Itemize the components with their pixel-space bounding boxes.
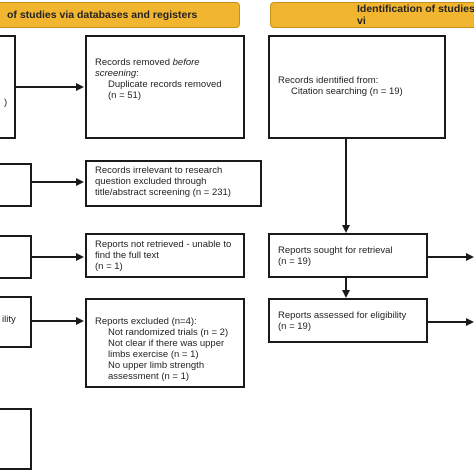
assessed-line1: Reports assessed for eligibility <box>278 310 407 321</box>
not-retrieved-line1: Reports not retrieved - unable to <box>95 239 232 250</box>
box-reports-assessed: Reports assessed for eligibility (n = 19… <box>268 298 428 343</box>
arrow-line-irrelevant <box>32 181 76 183</box>
arrow-line-sought-assessed <box>345 278 347 290</box>
arrow-head-sought-right <box>466 253 474 261</box>
partial-text: ) <box>4 97 8 108</box>
header-databases-text: of studies via databases and registers <box>7 9 198 21</box>
box-records-identified-other: Records identified from: Citation search… <box>268 35 446 139</box>
arrow-line-not-retrieved <box>32 256 76 258</box>
arrow-head-assessed-right <box>466 318 474 326</box>
arrow-head-removed <box>76 83 84 91</box>
excluded-item1: Not randomized trials (n = 2) <box>108 327 229 338</box>
arrow-line-sought-right <box>428 256 466 258</box>
not-retrieved-line2: find the full text <box>95 250 159 261</box>
arrow-line-removed <box>16 86 76 88</box>
identified-line1: Records identified from: <box>278 75 379 86</box>
arrow-line-assessed-right <box>428 321 466 323</box>
removed-line2: (n = 51) <box>108 90 142 101</box>
sought-line1: Reports sought for retrieval <box>278 245 393 256</box>
arrow-head-sought-assessed <box>342 290 350 298</box>
box-reports-not-retrieved: Reports not retrieved - unable to find t… <box>85 233 245 278</box>
box-reports-assessed-partial: ility <box>0 296 32 348</box>
excluded-item2a: Not clear if there was upper <box>108 338 225 349</box>
sought-line2: (n = 19) <box>278 256 312 267</box>
box-records-removed: Records removed before screening: Duplic… <box>85 35 245 139</box>
box-studies-included-partial <box>0 408 32 470</box>
box-records-screened-partial <box>0 163 32 207</box>
excluded-item2b: limbs exercise (n = 1) <box>108 349 199 360</box>
box-reports-excluded: Reports excluded (n=4): Not randomized t… <box>85 298 245 388</box>
excluded-item3a: No upper limb strength <box>108 360 205 371</box>
excluded-title: Reports excluded (n=4): <box>95 316 197 327</box>
arrow-head-not-retrieved <box>76 253 84 261</box>
box-reports-sought: Reports sought for retrieval (n = 19) <box>268 233 428 278</box>
arrow-head-excluded <box>76 317 84 325</box>
excluded-item3b: assessment (n = 1) <box>108 371 190 382</box>
removed-title-b: before screening <box>95 57 200 79</box>
not-retrieved-line3: (n = 1) <box>95 261 123 272</box>
box-reports-sought-partial <box>0 235 32 279</box>
header-databases: of studies via databases and registers <box>0 2 240 28</box>
removed-title-a: Records removed <box>95 57 173 68</box>
arrow-line-identified-sought <box>345 139 347 225</box>
identified-line2: Citation searching (n = 19) <box>291 86 403 97</box>
header-other-methods: Identification of studies vi <box>270 2 474 28</box>
arrow-line-excluded <box>32 320 76 322</box>
arrow-head-irrelevant <box>76 178 84 186</box>
removed-title-c: : <box>136 68 139 79</box>
partial-text-eligibility: ility <box>2 314 16 325</box>
removed-line1: Duplicate records removed <box>108 79 222 90</box>
box-records-identified-partial: ) <box>0 35 16 139</box>
assessed-line2: (n = 19) <box>278 321 312 332</box>
arrow-head-identified-sought <box>342 225 350 233</box>
irrelevant-line1: Records irrelevant to research <box>95 165 223 176</box>
irrelevant-line3: title/abstract screening (n = 231) <box>95 187 231 198</box>
irrelevant-line2: question excluded through <box>95 176 207 187</box>
box-records-excluded: Records irrelevant to research question … <box>85 160 262 207</box>
header-other-methods-text: Identification of studies vi <box>357 3 474 27</box>
